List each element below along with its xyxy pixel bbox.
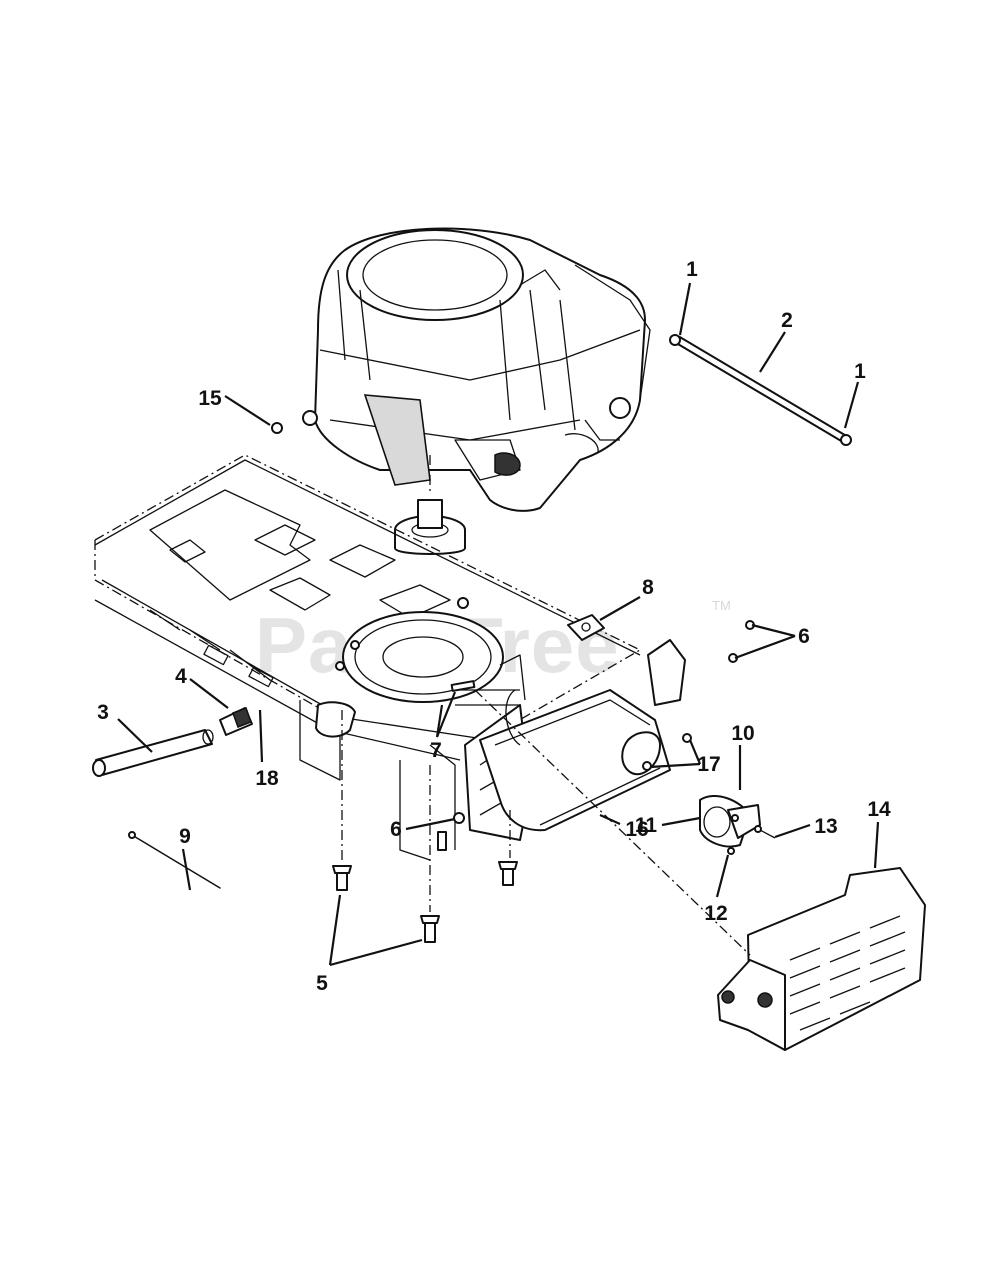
gasket-8 [567, 614, 605, 641]
nuts-17 [642, 733, 692, 771]
engine-pulley [394, 499, 466, 555]
callout-18: 18 [255, 767, 279, 790]
callout-2: 2 [781, 309, 793, 332]
tube-3 [92, 729, 214, 777]
deflector-10-11 [699, 795, 761, 848]
engine-illustration [302, 227, 651, 512]
bolt-15 [271, 422, 283, 434]
callout-1: 1 [686, 258, 698, 281]
screws-12-13 [727, 825, 776, 855]
cable-tie-9 [128, 831, 221, 889]
bolts-5 [332, 831, 518, 943]
callout-5: 5 [316, 972, 328, 995]
callout-14: 14 [867, 798, 891, 821]
callout-16: 16 [625, 818, 648, 841]
alignment-lines [341, 455, 751, 956]
nut-6-bottom [453, 812, 465, 824]
callout-1: 1 [854, 360, 866, 383]
callout-6: 6 [390, 818, 402, 841]
callout-10: 10 [731, 722, 754, 745]
leader-lines [117, 282, 880, 967]
tractor-frame [94, 454, 642, 861]
callout-9: 9 [179, 825, 191, 848]
callout-6: 6 [798, 625, 810, 648]
watermark-trademark: TM [712, 598, 731, 613]
callout-labels: 1 2 1 15 8 6 4 3 18 7 10 17 9 6 16 13 11… [97, 258, 891, 995]
fitting-4 [219, 707, 253, 736]
rod-2 [669, 334, 852, 446]
callout-13: 13 [814, 815, 837, 838]
callout-4: 4 [175, 665, 187, 688]
callout-17: 17 [697, 753, 720, 776]
callout-15: 15 [198, 387, 222, 410]
callout-8: 8 [642, 576, 654, 599]
callout-7: 7 [430, 739, 442, 762]
callout-3: 3 [97, 701, 109, 724]
callout-12: 12 [704, 902, 727, 925]
bolt-7 [450, 680, 476, 692]
callout-11: 11 [635, 814, 658, 837]
heat-shield-14 [717, 867, 926, 1051]
